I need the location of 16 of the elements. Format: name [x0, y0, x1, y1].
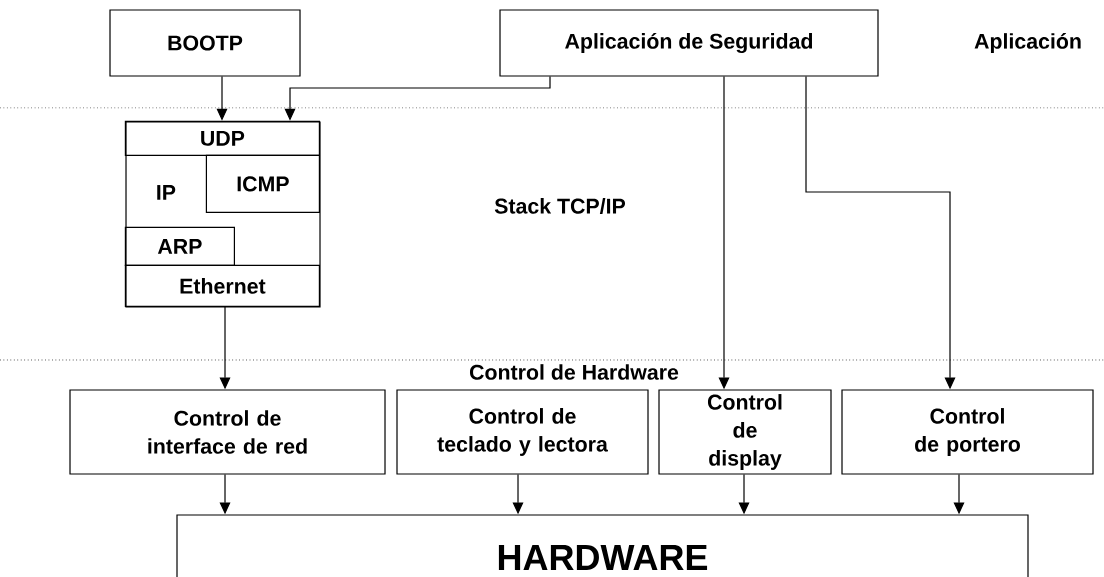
protocol-label: IP — [157, 185, 176, 200]
layer-box: BOOTP — [109, 9, 301, 77]
protocol-box: ICMP — [205, 154, 320, 213]
layer-box: Aplicación de Seguridad — [499, 9, 879, 77]
protocol-box: UDP — [124, 120, 320, 156]
layer-box: HARDWARE — [176, 514, 1029, 577]
layer-box: Control de teclado y lectora — [396, 389, 649, 475]
layer-box: Control de portero — [841, 389, 1094, 475]
layer-box: Control de interface de red — [69, 389, 386, 475]
stack-box — [125, 121, 321, 308]
layer-label: Stack TCP/IP — [494, 198, 626, 214]
protocol-box: Ethernet — [124, 264, 320, 307]
layer-label: Control de Hardware — [470, 364, 679, 380]
layer-label: Aplicación — [974, 32, 1081, 54]
layer-box: Control de display — [658, 389, 832, 475]
protocol-box: ARP — [124, 226, 235, 266]
